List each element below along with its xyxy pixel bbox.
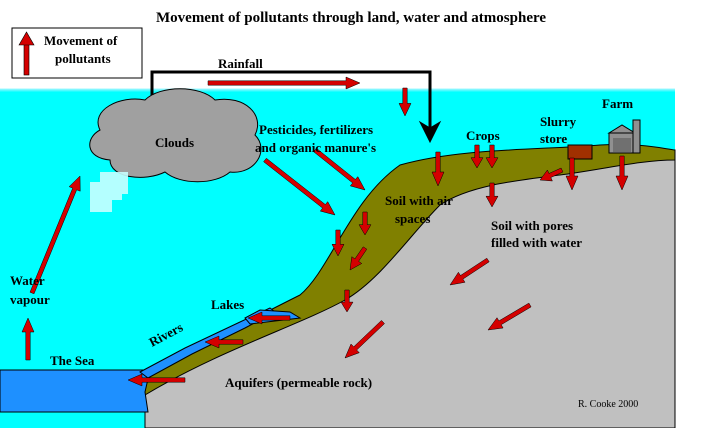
soil-layer [139, 144, 676, 396]
label-soil-pores-line2: filled with water [491, 235, 582, 250]
soil-air-arrow-1 [358, 211, 372, 236]
vapour-arrow-2 [21, 317, 35, 361]
label-soil-pores-line1: Soil with pores [491, 218, 573, 233]
lake-arrow [247, 311, 291, 325]
vapour-arrow-1 [29, 175, 81, 295]
crop-arrow-1 [431, 151, 445, 187]
label-slurry-line1: Slurry [540, 114, 577, 129]
rain-down-arrow [398, 87, 412, 117]
slope-arrow-2 [349, 246, 368, 271]
label-farm: Farm [602, 96, 633, 111]
label-water-vapour-line1: Water [10, 273, 45, 288]
rock-arrow-1 [449, 257, 490, 286]
slurry-down-arrow [565, 157, 579, 191]
label-clouds: Clouds [155, 135, 194, 150]
label-water-vapour-line2: vapour [10, 292, 50, 307]
river-arrow-1 [204, 335, 244, 349]
rock-arrow-3 [344, 320, 385, 359]
credit-text: R. Cooke 2000 [578, 399, 638, 410]
pesticide-arrow-1 [263, 157, 336, 216]
vapour-puff [90, 172, 128, 212]
legend-arrow-icon [18, 31, 35, 76]
label-the-sea: The Sea [50, 353, 95, 368]
label-pesticides-line1: Pesticides, fertilizers [259, 122, 373, 137]
rainfall-bracket [150, 70, 432, 128]
farm-down-arrow [615, 155, 629, 191]
rock-arrow-2 [487, 302, 532, 331]
diagram-title: Movement of pollutants through land, wat… [156, 10, 546, 26]
label-aquifers: Aquifers (permeable rock) [225, 375, 372, 390]
soil-down-arrow [485, 182, 499, 208]
cloud [89, 88, 262, 183]
label-lakes: Lakes [211, 297, 244, 312]
label-soil-air-line2: spaces [395, 211, 430, 226]
pollutant-arrows [21, 76, 629, 387]
crop-arrow-3 [485, 144, 499, 169]
rainfall-arrow [207, 76, 361, 90]
label-slurry-line2: store [540, 131, 567, 146]
slope-arrow-1 [331, 229, 345, 257]
slurry-store [567, 144, 593, 160]
crop-arrow-2 [470, 144, 484, 169]
sky-fade [0, 88, 675, 100]
label-soil-air-line1: Soil with air [385, 193, 453, 208]
legend-label-line1: Movement of [44, 33, 118, 48]
farm-building [607, 119, 641, 154]
rainfall-arrowhead [418, 120, 442, 144]
label-rainfall: Rainfall [218, 56, 263, 71]
legend: Movement of pollutants [11, 27, 143, 79]
sea [0, 369, 151, 413]
legend-label-line2: pollutants [55, 51, 111, 66]
label-pesticides-line2: and organic manure's [255, 140, 376, 155]
pesticide-arrow-2 [313, 147, 366, 191]
label-crops: Crops [466, 128, 500, 143]
slope-arrow-3 [340, 289, 354, 313]
sea-arrow [127, 373, 186, 387]
slurry-side-arrow [539, 167, 564, 182]
